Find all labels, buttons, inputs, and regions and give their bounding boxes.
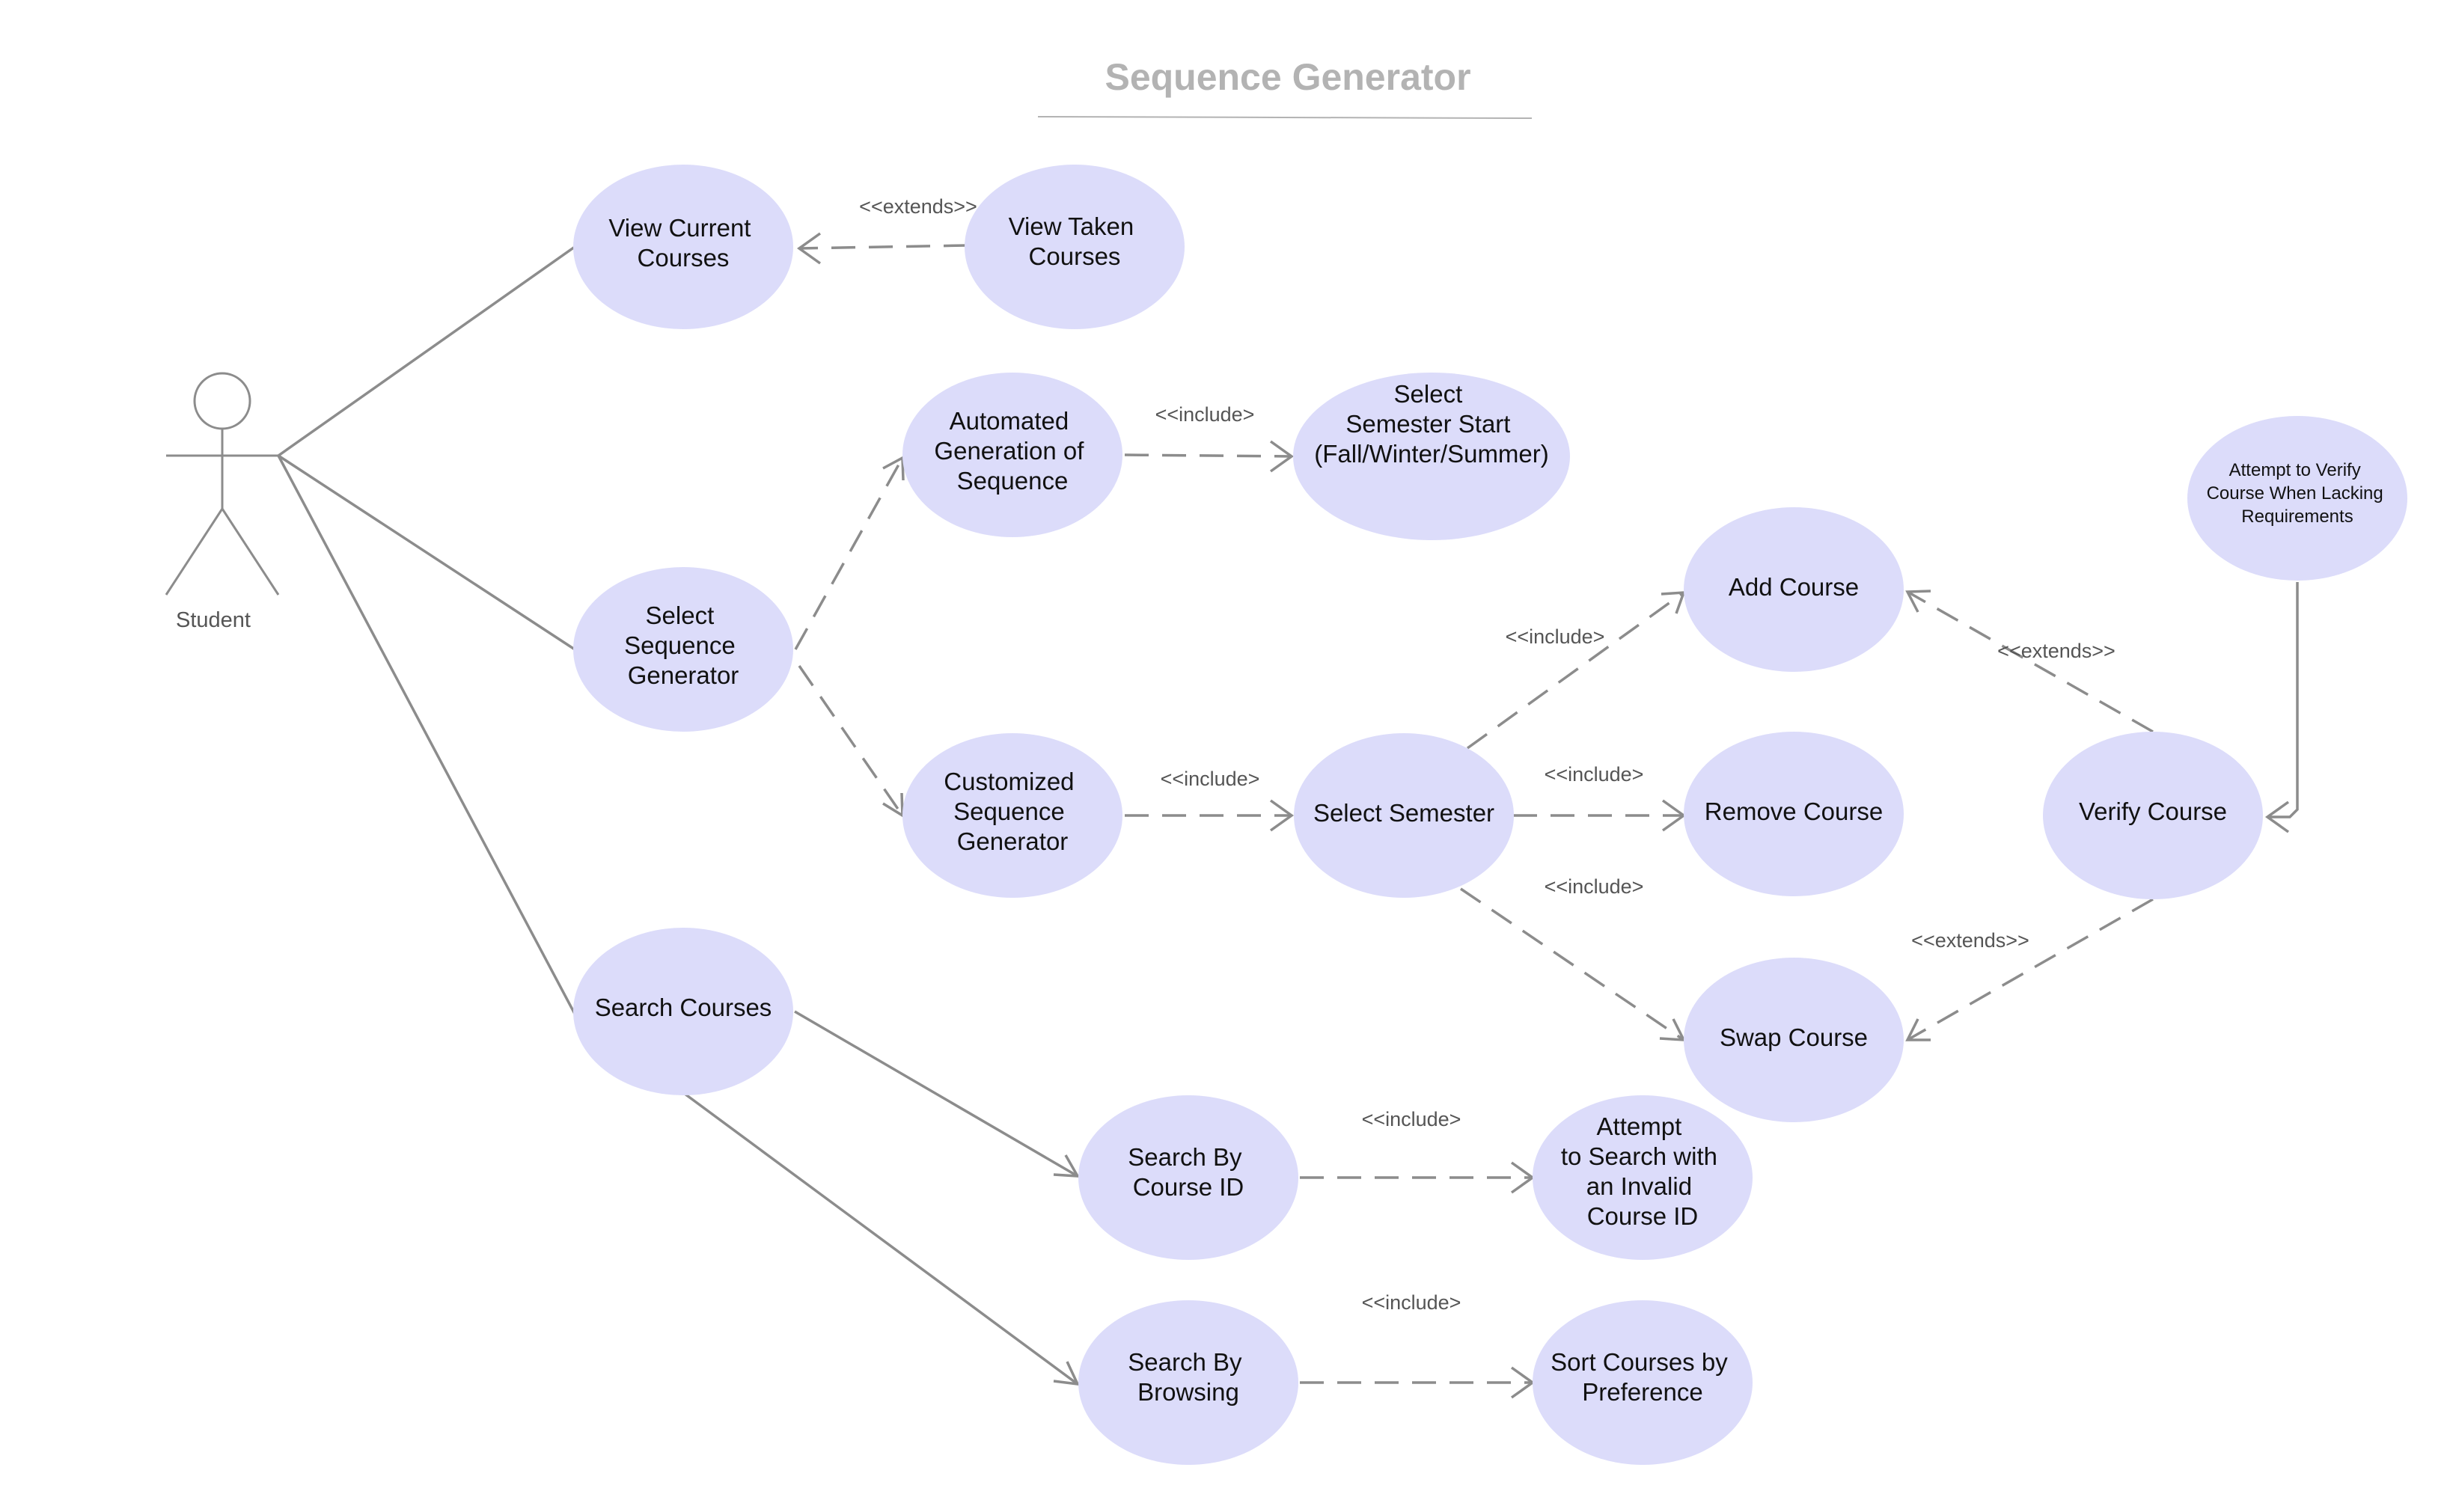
actor-head (193, 372, 251, 430)
use-case-select-semester-start: Select Semester Start (Fall/Winter/Summe… (1293, 373, 1570, 540)
use-case-search-by-course-id: Search By Course ID (1078, 1095, 1298, 1260)
use-case-sort-courses: Sort Courses by Preference (1533, 1300, 1753, 1465)
actor-right-leg (221, 508, 280, 596)
use-case-view-current-courses: View Current Courses (573, 165, 793, 329)
conn-automated-include (1124, 440, 1295, 473)
use-case-search-courses: Search Courses (573, 928, 793, 1095)
svg-text:View Taken Courses: View Taken Courses (1009, 212, 1141, 270)
svg-text:Sort Courses by Preferen: Sort Courses by Preference (1551, 1348, 1735, 1406)
use-case-attempt-invalid-id: Attempt to Search with an Invalid Course… (1533, 1095, 1753, 1260)
svg-text:Automated Generation of: Automated Generation of Sequence (934, 407, 1090, 495)
conn-customized-include (1125, 799, 1295, 832)
label-extends-add: <<extends>> (1997, 640, 2116, 662)
conn-select-to-automated (794, 456, 905, 650)
conn-verify-extends-swap (1905, 898, 2154, 1041)
svg-text:View Current Courses: View Current Courses (608, 214, 757, 272)
assoc-view-current (277, 245, 576, 457)
conn-add-include (1466, 591, 1686, 750)
diagram-title: Sequence Generator (1105, 56, 1470, 98)
label-extends-swap: <<extends>> (1911, 929, 2029, 952)
use-case-add-course: Add Course (1684, 507, 1904, 672)
svg-text:Select Sequence Ge: Select Sequence Generator (624, 602, 742, 689)
svg-text:Search Courses: Search Courses (595, 994, 772, 1021)
label-extends-view-taken: <<extends>> (859, 195, 977, 218)
use-case-verify-course: Verify Course (2043, 732, 2263, 899)
svg-text:Swap Course: Swap Course (1720, 1023, 1868, 1051)
label-include-customized: <<include> (1161, 768, 1260, 790)
label-include-automated: <<include> (1155, 403, 1255, 426)
conn-search-to-id (794, 1010, 1081, 1178)
use-case-remove-course: Remove Course (1684, 732, 1904, 896)
use-case-view-taken-courses: View Taken Courses (965, 165, 1185, 329)
use-case-select-sequence-generator: Select Sequence Generator (573, 567, 793, 732)
conn-verify-extends-add (1905, 590, 2154, 733)
label-include-swap: <<include> (1545, 875, 1644, 898)
conn-view-taken-extends (796, 232, 968, 265)
conn-swap-include (1460, 887, 1686, 1041)
conn-search-to-browsing (683, 1092, 1080, 1386)
conn-select-to-customized (798, 665, 904, 818)
assoc-search-courses (277, 455, 576, 1014)
conn-remove-include (1513, 799, 1687, 832)
label-include-add: <<include> (1506, 625, 1605, 648)
label-include-course-id: <<include> (1362, 1108, 1461, 1130)
svg-text:Search By Browsing: Search By Browsing (1128, 1348, 1248, 1406)
label-include-browsing: <<include> (1362, 1291, 1461, 1314)
conn-id-include (1300, 1161, 1536, 1194)
conn-attempt-verify (2264, 582, 2299, 833)
assoc-select-sequence (278, 454, 575, 651)
use-case-select-semester: Select Semester (1294, 733, 1514, 898)
use-case-customized-sequence-generator: Customized Sequence Generator (902, 733, 1122, 898)
student-actor: Student (165, 372, 280, 632)
conn-browsing-include (1300, 1366, 1536, 1399)
svg-text:Customized Sequence: Customized Sequence Generator (944, 768, 1081, 855)
svg-text:Select Semester Start: Select Semester Start (Fall/Winter/Summe… (1314, 380, 1549, 468)
use-case-automated-generation: Automated Generation of Sequence (902, 373, 1122, 537)
use-case-swap-course: Swap Course (1684, 958, 1904, 1122)
svg-text:Search By Course ID: Search By Course ID (1128, 1143, 1248, 1201)
title-underline (1037, 116, 1533, 119)
svg-text:Add Course: Add Course (1729, 573, 1859, 601)
use-case-search-by-browsing: Search By Browsing (1078, 1300, 1298, 1465)
svg-text:Attempt to Verify Course: Attempt to Verify Course When Lacking Re… (2207, 460, 2389, 527)
svg-text:Select Semester: Select Semester (1313, 799, 1494, 827)
svg-text:Verify Course: Verify Course (2079, 798, 2227, 825)
actor-label: Student (176, 608, 251, 632)
svg-text:Remove Course: Remove Course (1705, 798, 1883, 825)
use-case-attempt-verify: Attempt to Verify Course When Lacking Re… (2187, 416, 2407, 581)
svg-text:Attempt to Search with: Attempt to Search with an Invalid Course… (1561, 1112, 1724, 1230)
actor-left-leg (165, 508, 224, 596)
label-include-remove: <<include> (1545, 763, 1644, 786)
